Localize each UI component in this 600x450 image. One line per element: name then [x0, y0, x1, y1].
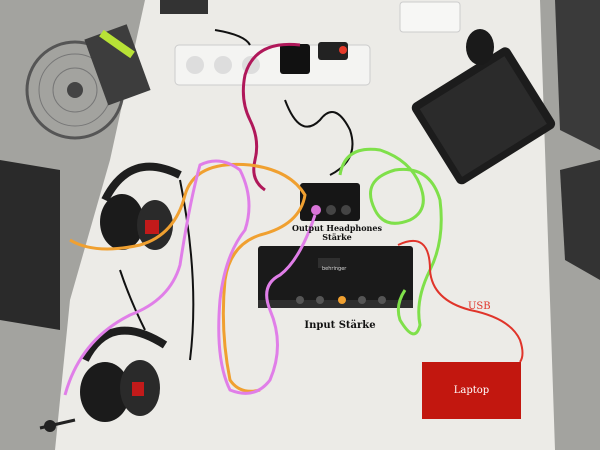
laptop-label: Laptop	[453, 385, 490, 396]
dark-box-top	[160, 0, 208, 14]
orange-cable	[69, 162, 307, 393]
usb-label: USB	[468, 301, 491, 312]
keyboard	[411, 47, 556, 185]
headphone-amp	[300, 183, 360, 221]
brand-logo: behringer	[322, 266, 347, 272]
power-strip	[174, 42, 371, 86]
chair-right-mid	[560, 160, 600, 280]
mouse	[466, 29, 494, 65]
headphones-bottom	[39, 326, 168, 432]
input-strength-label: Input Stärke	[304, 320, 376, 331]
violet-cable	[63, 159, 317, 396]
magenta-cable	[241, 42, 301, 192]
chair-left	[0, 160, 60, 330]
laptop-box: Laptop	[422, 362, 521, 419]
fan	[25, 24, 151, 140]
output-headphones-label: Output Headphones Stärke	[292, 223, 382, 242]
adapter	[399, 1, 461, 33]
green-cable	[338, 147, 443, 336]
audio-interface	[258, 246, 413, 308]
red-cable	[397, 239, 524, 363]
chair-right-top	[555, 0, 600, 150]
headphones-top	[100, 162, 182, 250]
